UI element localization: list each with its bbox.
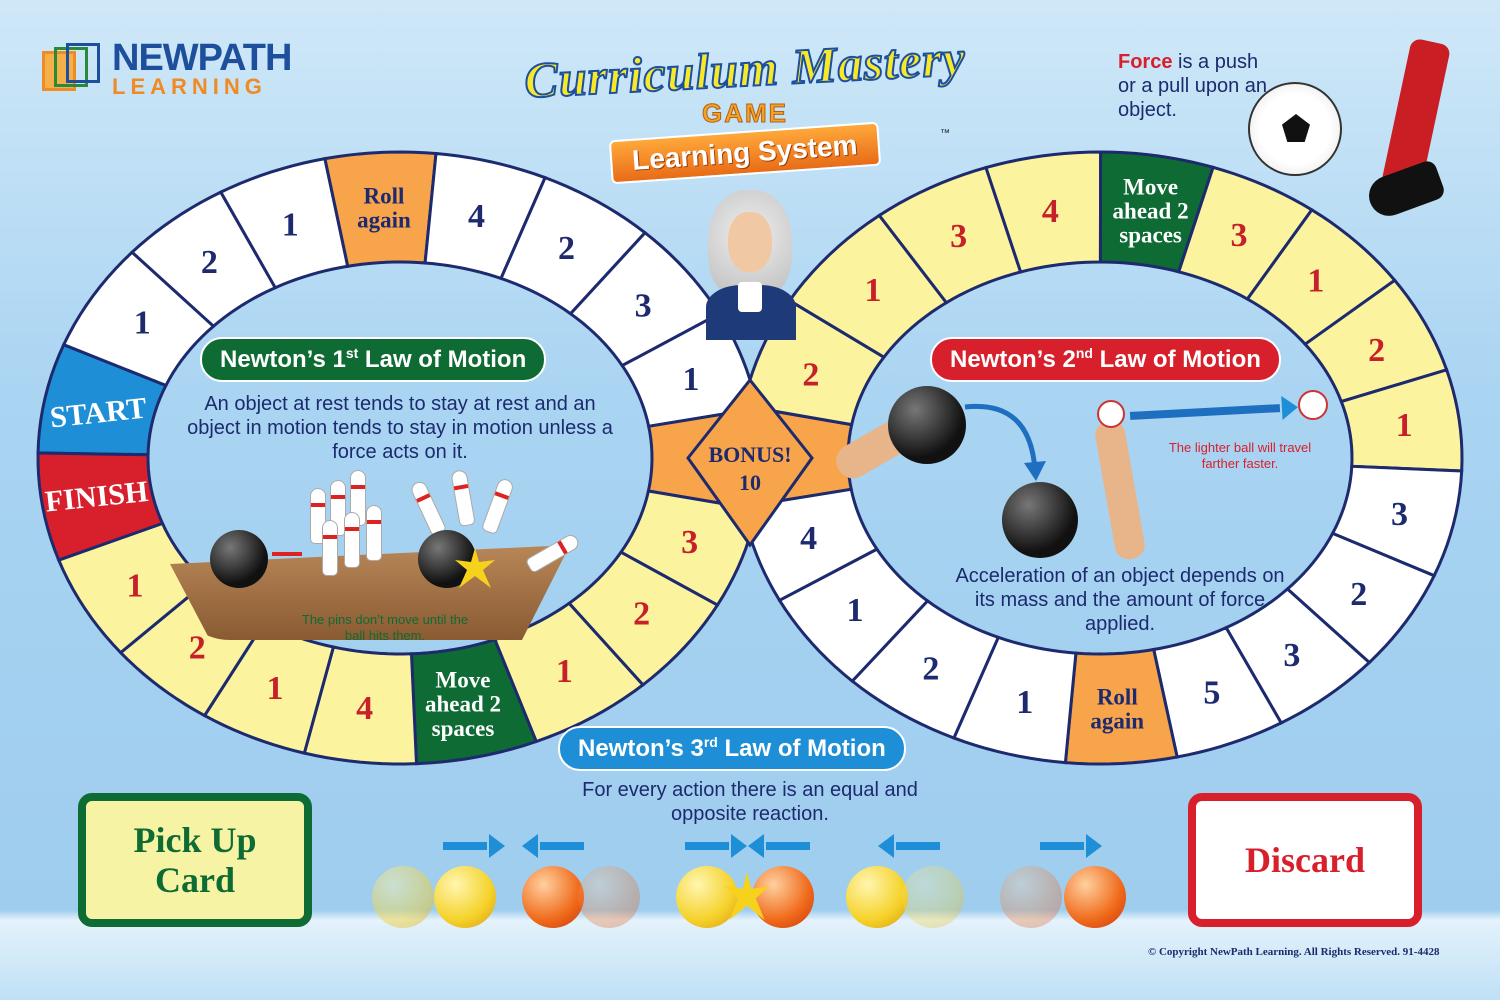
second-law-title-text: Newton’s 2 [950,346,1076,373]
bowling-pin-icon [366,505,382,561]
bonus-label: BONUS!10 [708,442,791,495]
bonus-space[interactable] [686,377,814,548]
baseball-icon [1298,390,1328,420]
falling-ball-icon [1002,482,1078,558]
pick-up-card-pile[interactable]: Pick Up Card [78,793,312,927]
heavy-ball-icon [888,386,966,464]
first-law-title-text-end: Law of Motion [358,346,527,373]
orange-marble-icon [522,866,584,928]
game-title: Curriculum Mastery GAME Learning System … [520,28,970,185]
orange-marble-icon [752,866,814,928]
board-space-label: 3 [1283,637,1300,674]
yellow-marble-icon [846,866,908,928]
first-law-title: Newton’s 1st Law of Motion [200,337,547,382]
first-law-description: An object at rest tends to stay at rest … [187,393,613,463]
board-space-label: 1 [1307,262,1324,299]
board-space-label: 3 [1231,217,1248,254]
logo-icon [42,43,104,95]
force-text: is a push or a pull upon an object. [1118,51,1268,121]
bowling-pin-icon [344,512,360,568]
first-law-title-text: Newton’s 1 [220,346,346,373]
board-space-label: 4 [356,690,373,727]
arrow-right-icon [443,834,505,858]
third-law-title-sup: rd [703,734,718,750]
board-space-label: 1 [282,206,299,243]
first-law-caption: The pins don’t move until the ball hits … [301,612,469,643]
motion-arrow-icon [272,552,302,556]
board-space-label: 4 [1042,193,1059,230]
board-space-label: 1 [556,653,573,690]
orange-marble-icon [1064,866,1126,928]
board-space-finish[interactable] [36,451,165,562]
orange-marble-icon [578,866,640,928]
board-space-label: 4 [468,198,485,235]
board-space-label: 2 [1350,576,1367,613]
board-space-label: 3 [1391,496,1408,533]
second-law-caption: The lighter ball will travel farther fas… [1168,440,1312,471]
board-space-label: 3 [635,288,652,325]
board-space-label: 1 [266,670,283,707]
arrow-left-icon [878,834,940,858]
board-space-label: 3 [681,524,698,561]
title-game: GAME [702,98,788,129]
board-space-label: 1 [126,568,143,605]
logo-subtext: LEARNING [112,74,267,99]
board-space-label: 2 [189,629,206,666]
board-space-label: 2 [922,650,939,687]
board-space-label: 1 [846,592,863,629]
force-keyword: Force [1118,51,1173,73]
trademark: ™ [940,128,950,139]
third-law-title-text: Newton’s 3 [578,735,704,762]
third-law-description: For every action there is an equal and o… [582,779,918,825]
baseball-icon [1097,400,1125,428]
orange-marble-icon [1000,866,1062,928]
board-space-label: 1 [1016,684,1033,721]
board-space-label: 2 [558,230,575,267]
yellow-marble-icon [372,866,434,928]
board-space-label: 3 [950,218,967,255]
yellow-marble-icon [434,866,496,928]
board-space-label: 2 [802,357,819,394]
second-law-description: Acceleration of an object depends on its… [955,565,1285,635]
arrow-left-icon [522,834,584,858]
third-law-title: Newton’s 3rd Law of Motion [558,726,906,771]
board-space-label: 2 [633,596,650,633]
yellow-marble-icon [676,866,738,928]
logo-text: NEWPATH [112,37,292,79]
board-space-white[interactable] [740,487,880,603]
board-space-label: 1 [682,361,699,398]
newpath-logo: NEWPATH LEARNING [42,37,292,99]
board-space-label: 4 [800,520,817,557]
newton-portrait [700,190,800,340]
second-law-title: Newton’s 2nd Law of Motion [930,337,1281,382]
discard-pile[interactable]: Discard [1188,793,1422,927]
force-definition: Force is a push or a pull upon an object… [1118,50,1278,122]
third-law-title-text-end: Law of Motion [717,735,886,762]
board-space-label: 1 [1396,407,1413,444]
first-law-title-sup: st [345,345,359,361]
copyright-notice: © Copyright NewPath Learning. All Rights… [1148,946,1440,958]
soccer-ball-icon [1248,82,1342,176]
title-banner: Learning System [608,121,882,185]
board-space-label: 1 [864,272,881,309]
board-space-label: 2 [1368,332,1385,369]
arrow-left-icon [748,834,810,858]
arrow-right-icon [1040,834,1102,858]
second-law-title-text-end: Law of Motion [1092,346,1261,373]
board-space-label: 2 [201,244,218,281]
bowling-ball-icon [210,530,268,588]
board-space-label: 1 [134,305,151,342]
board-space-label: 5 [1203,675,1220,712]
arrow-right-icon [685,834,747,858]
bowling-pin-icon [322,520,338,576]
yellow-marble-icon [902,866,964,928]
second-law-title-sup: nd [1075,345,1093,361]
curved-arrow-icon [964,403,1046,481]
